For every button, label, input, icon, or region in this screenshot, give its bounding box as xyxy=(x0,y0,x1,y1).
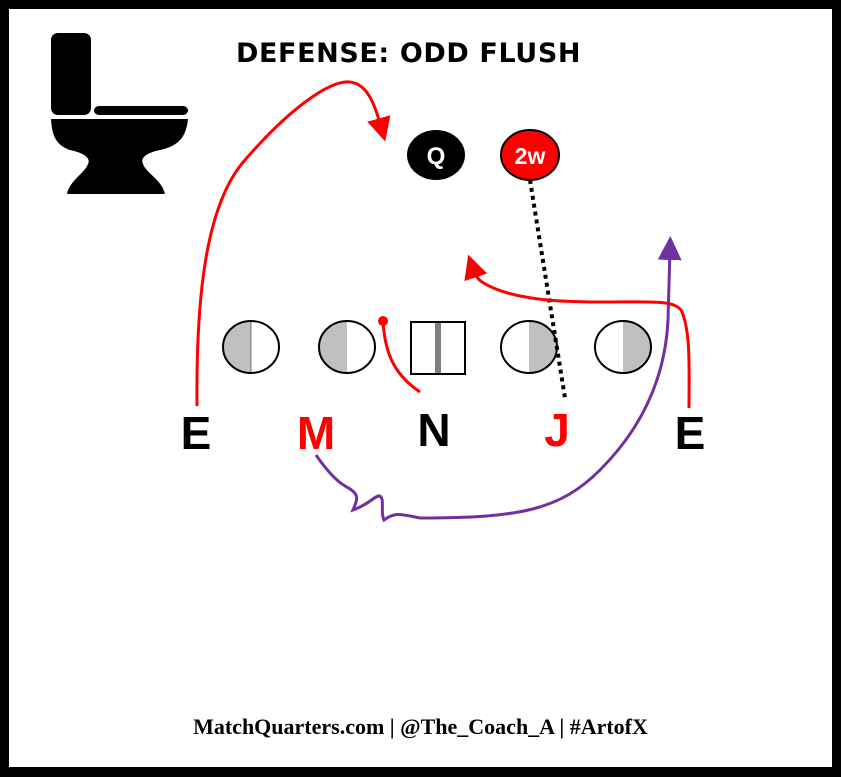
svg-text:Q: Q xyxy=(427,143,446,170)
right-end-loop xyxy=(464,254,691,409)
backfield: Q 2w xyxy=(407,129,560,181)
offensive-line xyxy=(222,320,652,375)
defender-mike: M xyxy=(297,407,335,459)
toilet-icon xyxy=(51,33,188,194)
defense: E M N J E xyxy=(181,404,706,459)
defender-left-end: E xyxy=(181,407,212,459)
nose-slant xyxy=(381,320,421,394)
nose-start-dot xyxy=(378,316,388,326)
left-end-rush xyxy=(195,80,391,407)
quarterback-marker xyxy=(407,130,465,180)
svg-text:2w: 2w xyxy=(515,143,546,169)
page-title: DEFENSE: ODD FLUSH xyxy=(236,38,582,69)
footer-credits: MatchQuarters.com | @The_Coach_A | #Arto… xyxy=(193,714,648,739)
routes xyxy=(195,80,691,523)
defender-jack: J xyxy=(544,404,570,456)
mike-drop-route xyxy=(314,236,682,523)
defender-right-end: E xyxy=(675,407,706,459)
defender-nose: N xyxy=(417,404,450,456)
